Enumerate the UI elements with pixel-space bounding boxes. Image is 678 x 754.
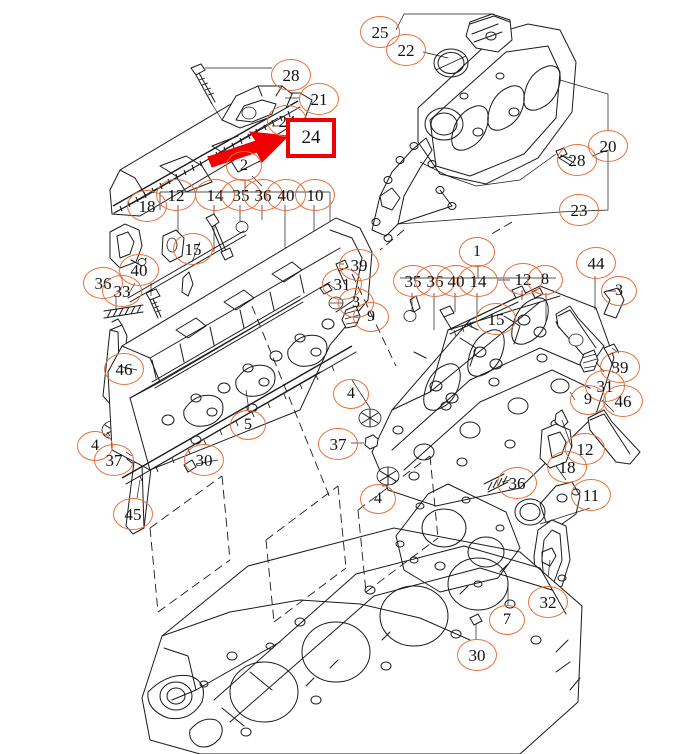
- callout-4[interactable]: 4: [333, 379, 369, 409]
- callout-label: 12: [576, 439, 594, 459]
- callout-11[interactable]: 11: [571, 479, 611, 511]
- callout-44[interactable]: 44: [576, 247, 616, 279]
- callout-46[interactable]: 46: [603, 385, 643, 417]
- callout-28[interactable]: 28: [271, 59, 311, 91]
- callout-label: 28: [282, 65, 300, 85]
- callout-2[interactable]: 2: [226, 151, 262, 181]
- callout-label: 1: [473, 243, 481, 260]
- callout-12[interactable]: 12: [156, 179, 196, 211]
- callout-label: 15: [487, 309, 505, 329]
- callout-label: 30: [195, 450, 213, 470]
- callout-label: 36: [508, 473, 526, 493]
- callout-label: 4: [347, 385, 355, 402]
- callout-14[interactable]: 14: [458, 265, 498, 297]
- callout-label: 33: [113, 281, 131, 301]
- callout-label: 39: [350, 255, 368, 275]
- callout-label: 4: [91, 437, 99, 454]
- callout-label: 14: [206, 185, 224, 205]
- callout-label: 9: [367, 308, 375, 325]
- callout-label: 21: [310, 89, 328, 109]
- highlight-label: 24: [301, 127, 321, 148]
- callout-label: 18: [138, 196, 156, 216]
- callout-label: 3: [352, 294, 360, 311]
- callout-8[interactable]: 8: [527, 265, 563, 295]
- callout-label: 40: [130, 260, 148, 280]
- leader-lines-bottom-right: [469, 582, 509, 640]
- callout-label: 37: [105, 450, 123, 470]
- callout-label: 8: [541, 271, 549, 288]
- callout-45[interactable]: 45: [113, 498, 153, 530]
- callout-label: 28: [568, 150, 586, 170]
- callout-label: 23: [570, 200, 588, 220]
- callout-10[interactable]: 10: [295, 179, 335, 211]
- callout-9[interactable]: 9: [570, 385, 606, 415]
- callout-label: 12: [167, 185, 185, 205]
- callout-label: 3: [615, 282, 623, 299]
- callout-23[interactable]: 23: [559, 194, 599, 226]
- callout-label: 2: [240, 157, 248, 174]
- callout-label: 20: [599, 136, 617, 156]
- callout-label: 31: [333, 274, 351, 294]
- callout-37[interactable]: 37: [318, 428, 358, 460]
- callout-label: 30: [468, 645, 486, 665]
- callout-5[interactable]: 5: [230, 410, 266, 440]
- callout-30[interactable]: 30: [457, 639, 497, 671]
- callout-label: 9: [584, 391, 592, 408]
- callout-37[interactable]: 37: [94, 444, 134, 476]
- callout-33[interactable]: 33: [102, 275, 142, 307]
- callout-label: 4: [374, 490, 382, 507]
- callout-21[interactable]: 21: [299, 83, 339, 115]
- callout-4[interactable]: 4: [360, 484, 396, 514]
- callout-3[interactable]: 3: [601, 276, 637, 306]
- highlight-box-part-24[interactable]: 24: [286, 118, 336, 158]
- head-gasket-7: [395, 483, 521, 593]
- callout-label: 7: [503, 611, 511, 628]
- callout-15[interactable]: 15: [173, 233, 213, 265]
- callout-label: 18: [558, 457, 576, 477]
- engine-block: [141, 527, 583, 754]
- callout-label: 37: [329, 434, 347, 454]
- callout-label: 39: [611, 357, 629, 377]
- callout-label: 45: [124, 504, 142, 524]
- callout-22[interactable]: 22: [386, 34, 426, 66]
- callout-label: 22: [397, 40, 415, 60]
- callout-46[interactable]: 46: [104, 353, 144, 385]
- callout-label: 10: [306, 185, 324, 205]
- callout-label: 14: [469, 271, 487, 291]
- callout-label: 44: [587, 253, 605, 273]
- callout-32[interactable]: 32: [528, 586, 568, 618]
- callout-label: 5: [244, 416, 252, 433]
- callout-1[interactable]: 1: [459, 237, 495, 267]
- callout-label: 11: [582, 485, 600, 505]
- callout-28[interactable]: 28: [557, 144, 597, 176]
- callout-15[interactable]: 15: [476, 303, 516, 335]
- callout-label: 46: [614, 391, 632, 411]
- callout-label: 15: [184, 239, 202, 259]
- callout-label: 25: [371, 22, 389, 42]
- callout-label: 46: [115, 359, 133, 379]
- callout-36[interactable]: 36: [497, 467, 537, 499]
- callout-9[interactable]: 9: [353, 302, 389, 332]
- callout-25[interactable]: 25: [360, 16, 400, 48]
- callout-18[interactable]: 18: [547, 451, 587, 483]
- callout-label: 32: [539, 592, 557, 612]
- callout-30[interactable]: 30: [184, 444, 224, 476]
- callout-label: 40: [277, 185, 295, 205]
- callout-7[interactable]: 7: [489, 605, 525, 635]
